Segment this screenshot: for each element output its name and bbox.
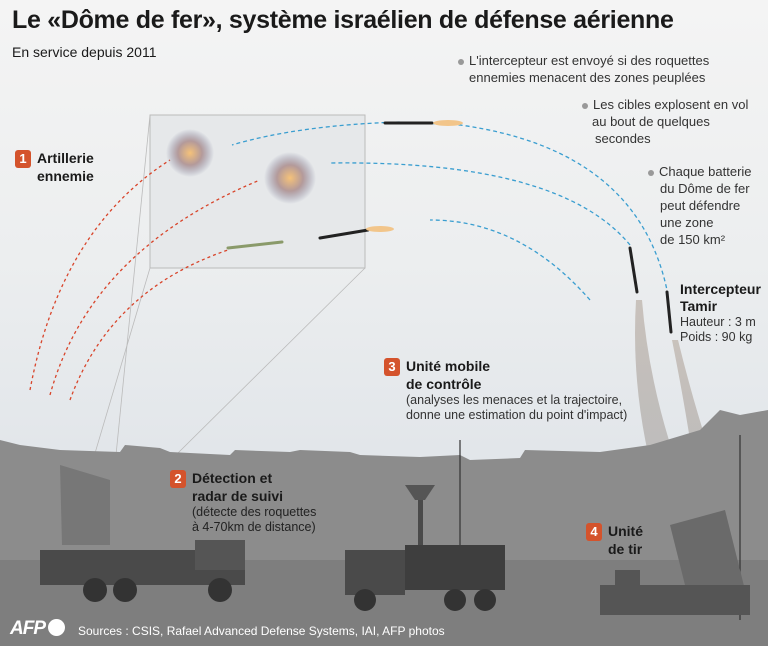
launcher-unit: [600, 510, 750, 615]
interceptor-weight: Poids : 90 kg: [680, 330, 753, 344]
label-line: Artillerie: [37, 150, 94, 166]
label-line: Unité mobile: [406, 358, 491, 374]
number-badge: 4: [586, 523, 602, 541]
label-artillery: 1 Artillerie ennemie: [15, 150, 94, 185]
sources-credit: Sources : CSIS, Rafael Advanced Defense …: [78, 624, 445, 638]
note-line: Les cibles explosent en vol: [593, 97, 749, 112]
note-line: peut défendre: [660, 198, 741, 213]
label-line: Détection et: [192, 470, 273, 486]
label-line: Unité: [608, 523, 643, 539]
interceptor-height: Hauteur : 3 m: [680, 315, 756, 329]
label-line: radar de suivi: [192, 488, 284, 504]
afp-logo-circle-icon: [48, 619, 65, 636]
interceptor-trajectories: [231, 121, 669, 301]
note-line: ennemies menacent des zones peuplées: [469, 70, 706, 85]
label-desc: donne une estimation du point d'impact): [406, 408, 628, 422]
note-line: du Dôme de fer: [660, 181, 750, 196]
label-line: Intercepteur: [680, 281, 761, 297]
page-title: Le «Dôme de fer», système israélien de d…: [12, 6, 674, 34]
label-desc: (analyses les menaces et la trajectoire,: [406, 393, 623, 407]
number-badge: 3: [384, 358, 400, 376]
missiles: [226, 121, 673, 334]
label-line: Tamir: [680, 298, 718, 314]
label-launcher: 4 Unité de tir: [586, 523, 643, 558]
note-line: une zone: [660, 215, 714, 230]
smoke-trail: [672, 340, 730, 510]
bullet-icon: [458, 58, 464, 65]
note-line: au bout de quelques: [592, 114, 710, 129]
note-line: secondes: [595, 131, 651, 146]
bullet-icon: [582, 102, 588, 109]
label-radar: 2 Détection et radar de suivi (détecte de…: [170, 470, 316, 535]
label-control-unit: 3 Unité mobile de contrôle (analyses les …: [384, 358, 627, 423]
label-line: de contrôle: [406, 376, 482, 392]
note-line: de 150 km²: [660, 232, 726, 247]
label-interceptor: Intercepteur Tamir Hauteur : 3 m Poids :…: [680, 281, 761, 345]
label-desc: à 4-70km de distance): [192, 520, 316, 534]
note-interceptor-launch: L'intercepteur est envoyé si des roquett…: [458, 52, 709, 86]
radar-truck: [40, 465, 245, 602]
note-line: Chaque batterie: [659, 164, 752, 179]
label-desc: (détecte des roquettes: [192, 505, 317, 519]
rocket-trajectories: [29, 159, 261, 401]
bullet-icon: [648, 169, 654, 176]
number-badge: 1: [15, 150, 31, 168]
number-badge: 2: [170, 470, 186, 488]
note-battery-coverage: Chaque batterie du Dôme de fer peut défe…: [648, 163, 752, 248]
explosion: [264, 152, 316, 204]
afp-logo-text: AFP: [10, 618, 46, 639]
label-line: ennemie: [37, 168, 94, 184]
note-targets-explode: Les cibles explosent en vol au bout de q…: [582, 96, 748, 147]
explosion: [166, 129, 214, 177]
control-truck: [345, 485, 505, 611]
label-line: de tir: [608, 541, 643, 557]
afp-logo: AFP: [10, 618, 65, 640]
page-subtitle: En service depuis 2011: [12, 44, 157, 60]
note-line: L'intercepteur est envoyé si des roquett…: [469, 53, 710, 68]
